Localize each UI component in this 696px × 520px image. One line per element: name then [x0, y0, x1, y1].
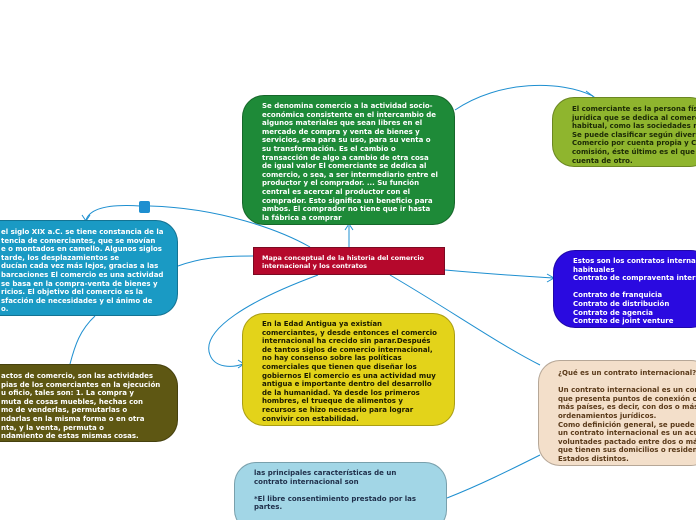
link-central-blue — [444, 269, 554, 279]
peach-node[interactable]: ¿Qué es un contrato internacional? Un co… — [538, 360, 696, 466]
yellow-node-text: En la Edad Antigua ya existían comercian… — [262, 320, 437, 423]
peach-node-text: ¿Qué es un contrato internacional? Un co… — [558, 369, 696, 463]
link-peach-lightblue — [446, 454, 541, 499]
link-central-marker — [149, 205, 311, 248]
central-title-node[interactable]: Mapa conceptual de la historia del comer… — [253, 247, 445, 275]
link-central-teal — [177, 255, 254, 267]
light-blue-node[interactable]: las principales características de un co… — [234, 462, 447, 520]
link-teal-olivedark — [69, 315, 96, 365]
link-central-peach — [389, 274, 541, 366]
olive-dark-node-text: actos de comercio, son las actividades p… — [1, 372, 161, 441]
teal-node[interactable]: el siglo XIX a.C. se tiene constancia de… — [0, 220, 178, 316]
green-node[interactable]: Se denomina comercio a la actividad soci… — [242, 95, 455, 225]
blue-node-text: Estos son los contratos internac habitua… — [573, 257, 696, 326]
green-node-text: Se denomina comercio a la actividad soci… — [262, 102, 438, 222]
olive-node[interactable]: El comerciante es la persona físi jurídi… — [552, 97, 696, 167]
link-green-olive — [454, 84, 594, 111]
blue-marker-icon — [139, 201, 150, 213]
olive-dark-node[interactable]: actos de comercio, son las actividades p… — [0, 364, 178, 442]
yellow-node[interactable]: En la Edad Antigua ya existían comercian… — [242, 313, 455, 426]
light-blue-node-text: las principales características de un co… — [254, 469, 417, 512]
blue-node[interactable]: Estos son los contratos internac habitua… — [553, 250, 696, 328]
link-central-yellow — [208, 274, 319, 367]
central-title-text: Mapa conceptual de la historia del comer… — [262, 254, 425, 270]
link-marker-teal — [85, 205, 141, 221]
teal-node-text: el siglo XIX a.C. se tiene constancia de… — [1, 228, 164, 314]
olive-node-text: El comerciante es la persona físi jurídi… — [572, 105, 696, 165]
